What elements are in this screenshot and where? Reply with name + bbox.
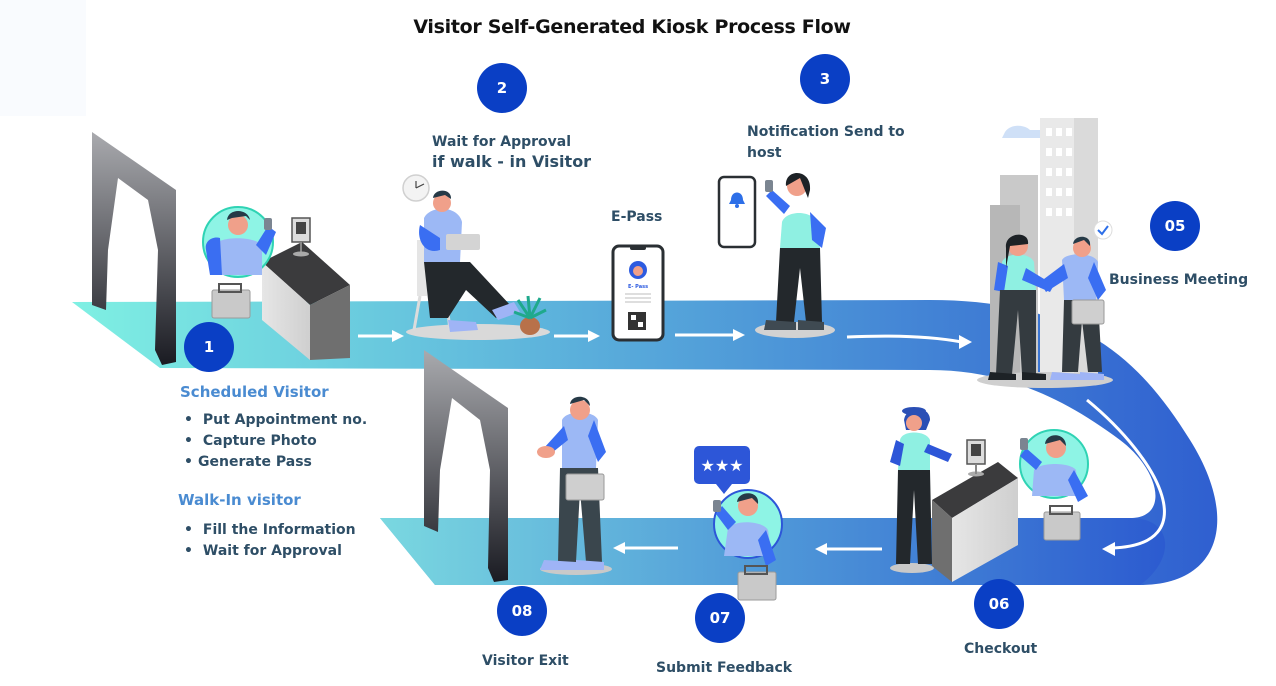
visitor-checkin-illustration [202, 206, 276, 319]
scheduled-visitor-heading: Scheduled Visitor [180, 383, 329, 401]
walkin-visitor-list: • Fill the Information • Wait for Approv… [184, 520, 356, 562]
list-item: • Fill the Information [184, 520, 356, 541]
step-2-badge: 2 [477, 63, 527, 113]
step-8-badge: 08 [497, 586, 547, 636]
arrow-left-1 [815, 543, 882, 555]
epass-phone-illustration: E- Pass [611, 244, 665, 342]
host-woman-illustration [755, 172, 835, 338]
arrow-right-1 [358, 330, 404, 342]
arrow-curve-down [1086, 398, 1166, 556]
step-8-label: Visitor Exit [482, 653, 569, 669]
bullet-icon: • [184, 543, 193, 559]
qr-code-icon [628, 312, 646, 330]
step-3-label-line2: host [747, 145, 782, 161]
step-5-label: Business Meeting [1109, 272, 1249, 288]
step-6-badge: 06 [974, 579, 1024, 629]
arrow-right-4 [846, 334, 972, 349]
bell-icon [729, 192, 745, 204]
list-item: •Generate Pass [184, 452, 367, 473]
walkin-visitor-heading: Walk-In visitor [178, 491, 301, 509]
arrow-right-2 [554, 330, 600, 342]
business-meeting-illustration [977, 118, 1113, 388]
bullet-icon: • [184, 454, 193, 470]
flow-arrows [358, 329, 1166, 556]
waiting-visitor-illustration [402, 174, 550, 340]
epass-card-text: E- Pass [628, 284, 648, 290]
page-title: Visitor Self-Generated Kiosk Process Flo… [413, 16, 851, 38]
corner-background-tint [0, 0, 86, 116]
visitor-checkout-illustration [1019, 429, 1089, 541]
step-1-badge: 1 [184, 322, 234, 372]
epass-label: E-Pass [611, 209, 663, 225]
exiting-visitor-illustration [537, 396, 612, 575]
arrow-left-2 [613, 542, 678, 554]
step-6-label: Checkout [964, 641, 1038, 657]
list-item: • Wait for Approval [184, 541, 356, 562]
rating-stars-icon: ★★★ [700, 456, 743, 475]
kiosk-desk-illustration [262, 217, 350, 360]
scheduled-visitor-list: • Put Appointment no. • Capture Photo •G… [184, 410, 367, 473]
step-3-badge: 3 [800, 54, 850, 104]
bullet-icon: • [184, 412, 193, 428]
bullet-icon: • [184, 522, 193, 538]
step-7-badge: 07 [695, 593, 745, 643]
step-2-label-line2: if walk - in Visitor [432, 152, 592, 171]
step-7-label: Submit Feedback [656, 660, 793, 676]
step-2-label-line1: Wait for Approval [432, 134, 572, 150]
arrow-right-3 [675, 329, 745, 341]
list-item: • Put Appointment no. [184, 410, 367, 431]
step-3-label-line1: Notification Send to [747, 124, 905, 140]
step-5-badge: 05 [1150, 201, 1200, 251]
bullet-icon: • [184, 433, 193, 449]
exit-arch-illustration [424, 350, 508, 582]
checkmark-icon [1097, 225, 1109, 236]
list-item: • Capture Photo [184, 431, 367, 452]
checkout-desk-illustration [890, 407, 1018, 582]
notification-phone-illustration [717, 175, 757, 249]
feedback-illustration: ★★★ [694, 446, 783, 601]
entry-arch-illustration [92, 132, 176, 365]
